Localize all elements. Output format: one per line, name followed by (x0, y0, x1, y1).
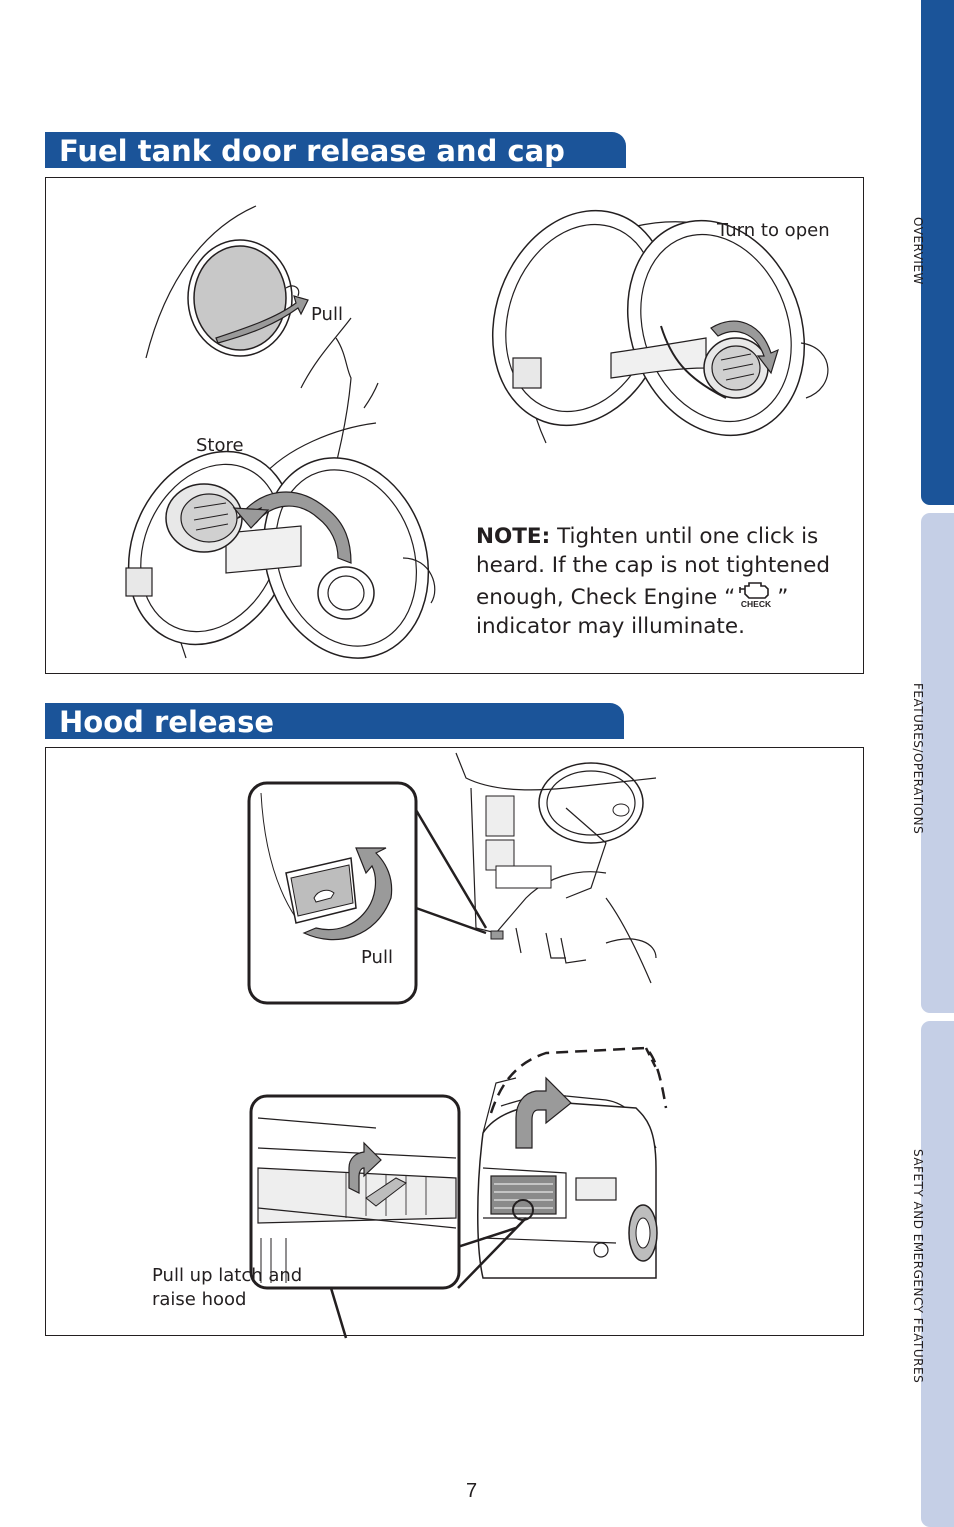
fuel-illustration-panel: Pull Turn to open Store NOTE: Tighten un… (45, 177, 864, 674)
section-title-hood: Hood release (45, 703, 624, 739)
note-prefix: NOTE: (476, 524, 551, 549)
tab-overview[interactable] (921, 0, 954, 505)
tab-label-features: FEATURES/OPERATIONS (911, 683, 925, 835)
section-title-fuel: Fuel tank door release and cap (45, 132, 626, 168)
hood-release-illustration (247, 752, 668, 1339)
check-icon-label: CHECK (741, 599, 772, 609)
label-pull-up-latch: Pull up latch and raise hood (152, 1265, 303, 1310)
tab-features-operations[interactable] (921, 513, 954, 1013)
note-text-1: Tighten until one click is heard. If the… (476, 524, 831, 610)
tab-label-overview: OVERVIEW (911, 217, 925, 285)
label-pull-hood: Pull (361, 947, 393, 968)
tab-safety-emergency[interactable] (921, 1021, 954, 1527)
check-engine-icon: CHECK (735, 580, 777, 609)
hood-illustration-panel: Pull Pull up latch and raise hood (45, 747, 864, 1339)
tab-label-safety: SAFETY AND EMERGENCY FEATURES (911, 1149, 925, 1384)
page-number: 7 (466, 1480, 478, 1502)
label-pull-fuel: Pull (311, 304, 343, 325)
note-text-2: ” indicator may illuminate. (476, 585, 789, 639)
label-store: Store (196, 435, 244, 456)
fuel-door-closed-illustration (125, 205, 829, 659)
fuel-cap-note: NOTE: Tighten until one click is heard. … (476, 522, 856, 641)
label-turn-to-open: Turn to open (717, 220, 830, 241)
